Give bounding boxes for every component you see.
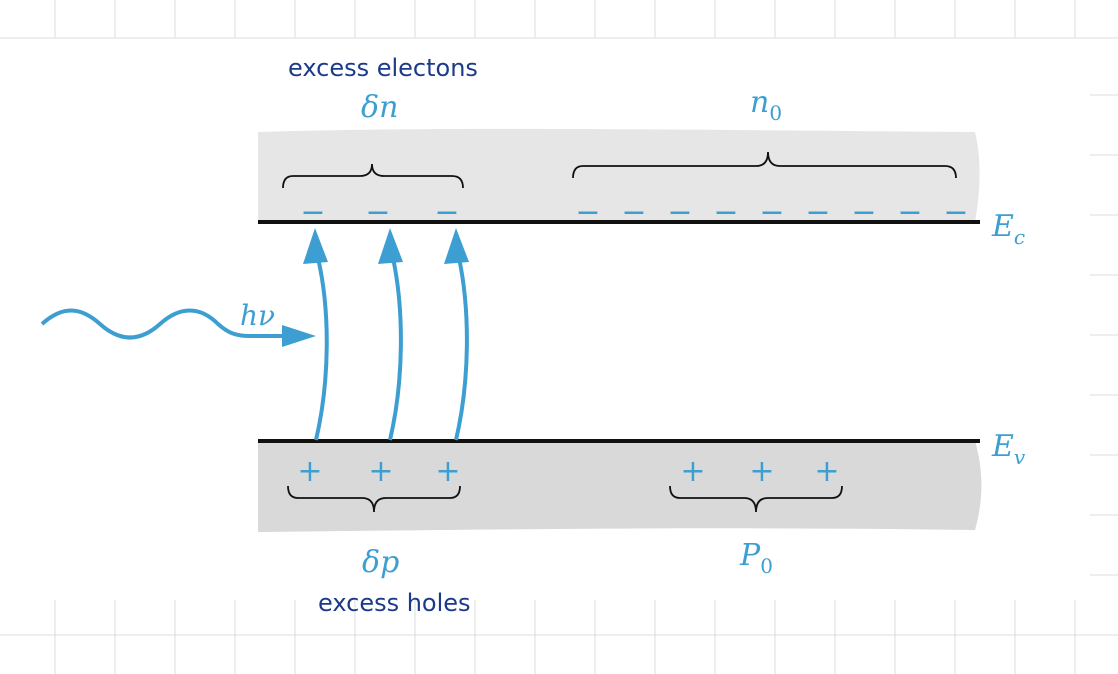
excess-hole-3: + (435, 454, 460, 489)
equilibrium-electron-3: − (667, 195, 692, 230)
brace-delta-n (282, 163, 464, 189)
excess-hole-1: + (297, 454, 322, 489)
conduction-band-region (258, 128, 980, 222)
valence-band-region (258, 441, 982, 532)
brace-delta-p (287, 485, 461, 513)
excitation-arrow-2-head (378, 228, 403, 264)
brace-n0 (572, 151, 957, 179)
label-p0: P0 (739, 538, 773, 578)
label-delta-p: δp (362, 545, 399, 580)
equilibrium-electron-6: − (805, 195, 830, 230)
excess-electron-1: − (300, 195, 325, 230)
equilibrium-electron-1: − (575, 195, 600, 230)
equilibrium-electron-7: − (851, 195, 876, 230)
label-delta-n: δn (361, 90, 398, 125)
equilibrium-electron-2: − (621, 195, 646, 230)
photon-wave (40, 308, 290, 340)
excess-electron-2: − (365, 195, 390, 230)
excess-hole-2: + (368, 454, 393, 489)
photon-arrowhead (282, 325, 316, 347)
note-excess-electrons: excess electons (288, 54, 478, 82)
brace-p0 (669, 485, 843, 513)
excitation-arrow-1-shaft (314, 257, 329, 441)
excitation-arrow-1-head (303, 228, 328, 264)
equilibrium-electron-4: − (713, 195, 738, 230)
excitation-arrow-3-head (444, 228, 469, 264)
label-ec: Ec (991, 209, 1025, 249)
excitation-arrow-3-shaft (454, 257, 469, 441)
excitation-arrow-2-shaft (388, 257, 403, 441)
label-ev: Ev (991, 429, 1026, 469)
equilibrium-hole-1: + (680, 454, 705, 489)
equilibrium-electron-5: − (759, 195, 784, 230)
excess-electron-3: − (434, 195, 459, 230)
equilibrium-electron-8: − (897, 195, 922, 230)
note-excess-holes: excess holes (318, 589, 471, 617)
equilibrium-electron-9: − (943, 195, 968, 230)
label-photon-energy: hν (240, 299, 275, 332)
equilibrium-hole-3: + (814, 454, 839, 489)
label-n0: n0 (750, 85, 782, 125)
equilibrium-hole-2: + (749, 454, 774, 489)
